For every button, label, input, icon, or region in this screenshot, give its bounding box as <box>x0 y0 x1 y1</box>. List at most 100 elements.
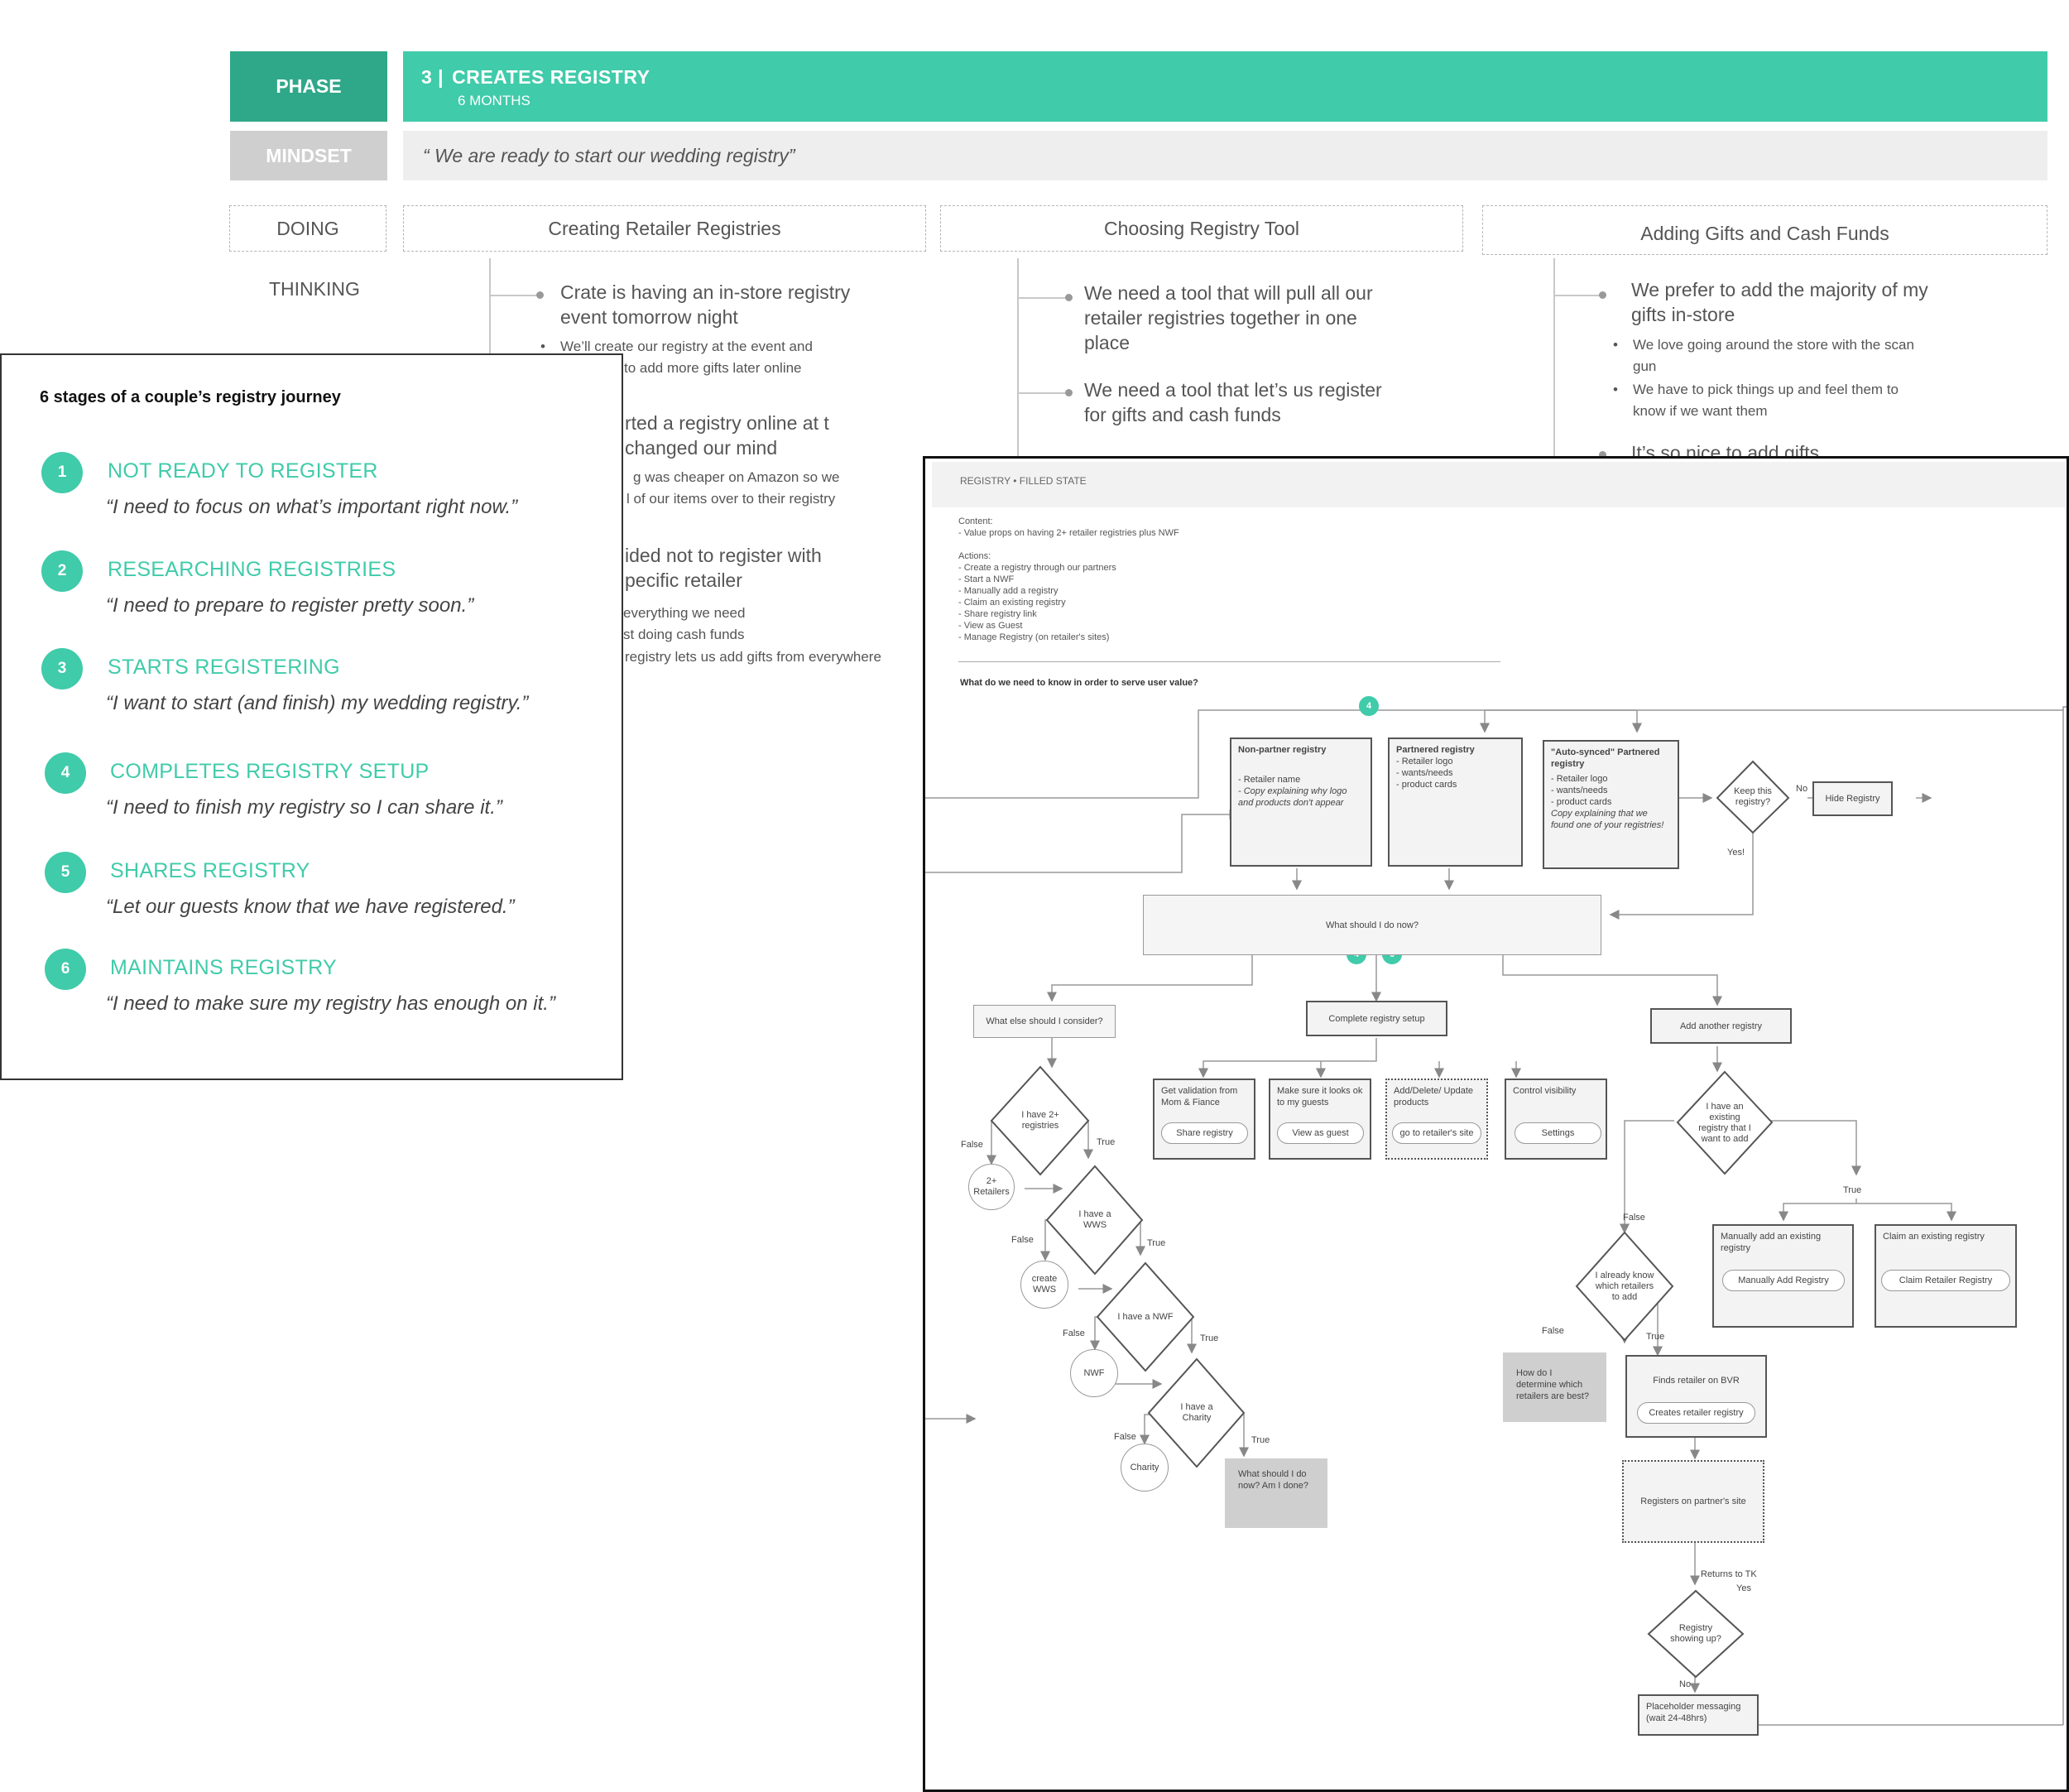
nwf-node: NWF <box>1070 1349 1118 1397</box>
keep-registry-decision: Keep this registry? <box>1734 786 1772 807</box>
stage-number: 3 <box>41 648 83 689</box>
content-line: Content: <box>958 516 993 526</box>
phase-duration: 6 MONTHS <box>458 93 530 108</box>
box-line: - wants/needs <box>1396 768 1453 778</box>
doing-column-2: Choosing Registry Tool <box>940 205 1463 252</box>
stage-title: SHARES REGISTRY <box>110 859 310 882</box>
true-label: True <box>1251 1435 1270 1445</box>
partnered-registry-box: Partnered registry - Retailer logo - wan… <box>1388 737 1523 867</box>
true-label: True <box>1147 1238 1166 1248</box>
box-line: Manually add an existing registry <box>1721 1232 1822 1253</box>
stage-number: 4 <box>45 752 86 794</box>
registers-partner-box: Registers on partner's site <box>1622 1460 1764 1543</box>
box-line: Finds retailer on BVR <box>1653 1376 1740 1386</box>
box-line: - product cards <box>1396 780 1457 790</box>
thought-text: It’s so nice to add gifts <box>1631 442 1820 456</box>
visibility-box: Control visibility <box>1505 1079 1607 1160</box>
box-title: Partnered registry <box>1396 745 1475 755</box>
finds-retailer-box: Finds retailer on BVR <box>1625 1355 1767 1438</box>
thought-dot <box>1599 451 1606 459</box>
stage-number: 6 <box>45 949 86 990</box>
box-line: Claim an existing registry <box>1883 1232 1985 1242</box>
flowchart-connectors <box>925 706 2067 1726</box>
stage-title: NOT READY TO REGISTER <box>108 459 378 483</box>
stage-title: STARTS REGISTERING <box>108 656 340 679</box>
am-i-done-box: What should I do now? Am I done? <box>1225 1458 1327 1528</box>
thought-text: We prefer to add the majority of my gift… <box>1631 279 1928 325</box>
thought-connector <box>1017 297 1068 299</box>
false-label: False <box>1011 1235 1034 1245</box>
box-title: "Auto-synced" Partnered registry <box>1551 747 1660 769</box>
phase-label: PHASE <box>230 51 387 122</box>
have-nwf-decision: I have a NWF <box>1117 1311 1174 1322</box>
true-label: True <box>1200 1333 1219 1343</box>
box-line: Add/Delete/ Update products <box>1394 1086 1474 1107</box>
stages-card-title: 6 stages of a couple’s registry journey <box>40 388 341 406</box>
have-wws-decision: I have a WWS <box>1078 1209 1111 1230</box>
already-know-decision: I already know which retailers to add <box>1595 1270 1654 1302</box>
phase-number: 3 | <box>421 66 444 88</box>
thought-text: We need a tool that let’s us register fo… <box>1084 379 1382 425</box>
thought-sub: We love going around the store with the … <box>1613 334 1931 377</box>
view-as-guest-button[interactable]: View as guest <box>1277 1122 1364 1144</box>
false-label: False <box>1063 1328 1085 1338</box>
create-wws-node: create WWS <box>1020 1261 1068 1309</box>
content-line: - Create a registry through our partners <box>958 563 1116 573</box>
go-to-retailer-site-button[interactable]: go to retailer's site <box>1392 1122 1481 1144</box>
stage-title: MAINTAINS REGISTRY <box>110 956 337 979</box>
thinking-label: THINKING <box>269 278 360 300</box>
thought-connector <box>489 295 539 296</box>
hide-registry-box: Hide Registry <box>1812 781 1893 816</box>
box-line: Control visibility <box>1513 1086 1577 1096</box>
nonpartner-registry-box: Non-partner registry - Retailer name - C… <box>1230 737 1372 867</box>
phase-title-text: CREATES REGISTRY <box>452 66 650 88</box>
thought-dot <box>1599 291 1606 299</box>
content-line: - Start a NWF <box>958 574 1015 584</box>
creates-retailer-registry-button[interactable]: Creates retailer registry <box>1637 1402 1755 1424</box>
false-label: False <box>1114 1432 1136 1442</box>
stage-quote: “I need to prepare to register pretty so… <box>106 594 474 617</box>
add-another-registry-box: Add another registry <box>1650 1008 1792 1044</box>
thought-connector <box>1553 295 1601 296</box>
box-line: - Retailer logo <box>1551 774 1608 784</box>
how-determine-box: How do I determine which retailers are b… <box>1503 1352 1606 1422</box>
flowchart-content-notes: Content: - Value props on having 2+ reta… <box>958 516 1179 643</box>
returns-label: Returns to TK <box>1701 1569 1757 1579</box>
stage-quote: “I need to finish my registry so I can s… <box>106 796 502 819</box>
stage-number: 1 <box>41 452 83 493</box>
stage-badge: 4 <box>1359 696 1379 716</box>
share-registry-button[interactable]: Share registry <box>1161 1122 1248 1144</box>
thought-sub: to add more gifts later online <box>624 360 802 376</box>
false-label: False <box>1542 1326 1564 1336</box>
phase-title: 3 | CREATES REGISTRY <box>421 66 650 89</box>
registry-showing-decision: Registry showing up? <box>1670 1623 1721 1644</box>
thought-sub: everything we need <box>623 605 746 621</box>
complete-setup-box: Complete registry setup <box>1306 1001 1447 1036</box>
thought-text: rted a registry online at t changed our … <box>625 412 829 459</box>
false-label: False <box>961 1140 983 1150</box>
manually-add-registry-button[interactable]: Manually Add Registry <box>1722 1270 1845 1291</box>
true-label: True <box>1843 1185 1862 1195</box>
stages-card: 6 stages of a couple’s registry journey … <box>0 353 623 1080</box>
add-delete-box: Add/Delete/ Update products <box>1385 1079 1488 1160</box>
thought-sub: We have to pick things up and feel them … <box>1613 379 1931 422</box>
thought-line-2 <box>1017 258 1019 461</box>
box-line: - Retailer name <box>1238 775 1301 785</box>
true-label: True <box>1646 1332 1665 1342</box>
what-should-i-do-box: What should I do now? <box>1143 895 1601 955</box>
box-line: Copy explaining that we found one of you… <box>1551 809 1664 830</box>
claim-retailer-registry-button[interactable]: Claim Retailer Registry <box>1881 1270 2010 1291</box>
thought-dot <box>1065 294 1073 301</box>
thought-sub: g was cheaper on Amazon so we <box>633 469 840 485</box>
charity-node: Charity <box>1121 1444 1169 1492</box>
content-line: - View as Guest <box>958 621 1023 631</box>
settings-button[interactable]: Settings <box>1515 1122 1601 1144</box>
content-line: - Share registry link <box>958 609 1037 619</box>
mindset-label: MINDSET <box>230 131 387 180</box>
box-line: - wants/needs <box>1551 786 1608 795</box>
retailers-2-node: 2+ Retailers <box>968 1164 1015 1210</box>
stage-title: RESEARCHING REGISTRIES <box>108 558 396 581</box>
thought-sub: st doing cash funds <box>623 627 745 642</box>
flowchart-title: REGISTRY • FILLED STATE <box>960 475 1087 487</box>
mindset-quote: “ We are ready to start our wedding regi… <box>403 131 2047 180</box>
